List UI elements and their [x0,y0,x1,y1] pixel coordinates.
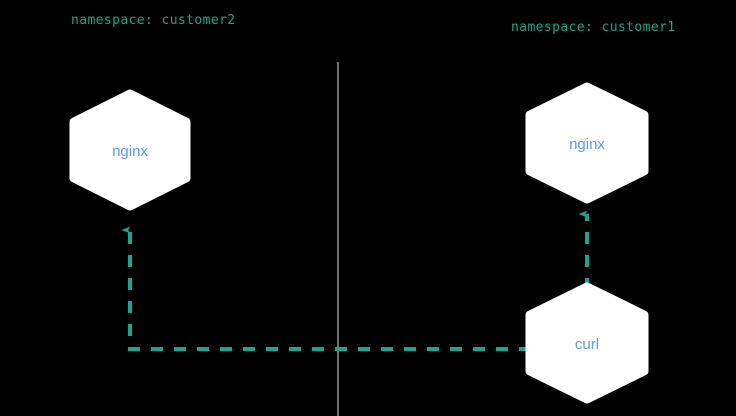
hexagon-shape [525,82,649,204]
namespace-label-customer1: namespace: customer1 [511,20,676,35]
namespace-label-customer2: namespace: customer2 [71,13,236,28]
node-curl-customer1[interactable]: curl [525,282,649,404]
hexagon-shape [69,89,191,211]
node-label: nginx [569,136,605,153]
node-nginx-customer1[interactable]: nginx [525,82,649,204]
node-label: nginx [112,143,148,160]
edge-curl-to-nginx-customer2 [121,226,531,351]
node-label: curl [575,336,599,353]
node-nginx-customer2[interactable]: nginx [69,89,191,211]
hexagon-shape [525,282,649,404]
